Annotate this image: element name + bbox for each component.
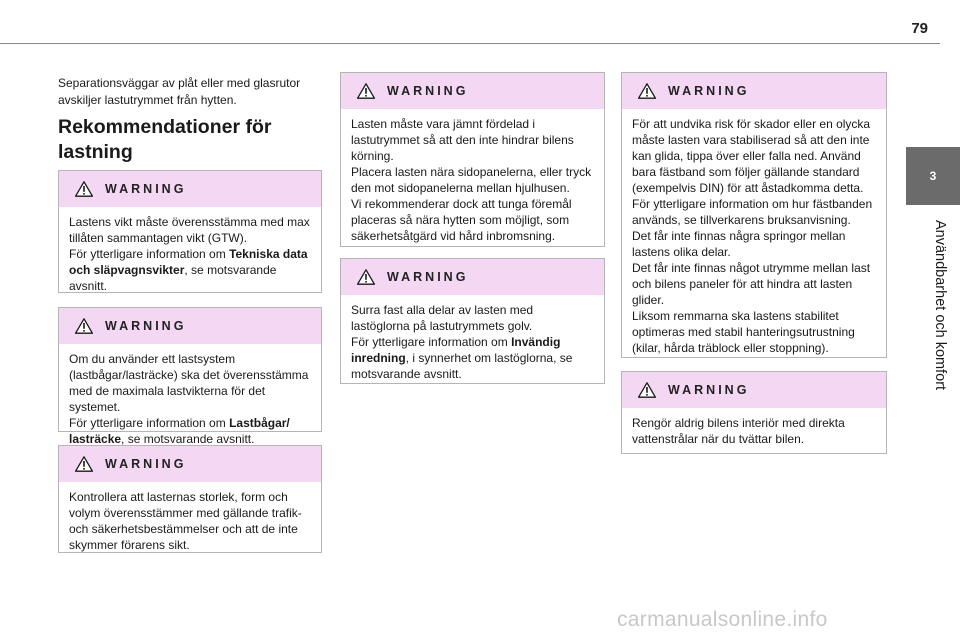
warning-box-1: WARNING Lastens vikt måste överensstämma… [58,170,322,293]
warning-triangle-icon [357,269,375,285]
warning-text: Om du använder ett lastsystem (lastbågar… [69,352,309,446]
warning-text: Kontrollera att lasternas storlek, form … [69,490,302,552]
warning-box-5: WARNING Surra fast alla delar av lasten … [340,258,605,384]
warning-header: WARNING [59,171,321,207]
intro-paragraph: Separationsväggar av plåt eller med glas… [58,76,301,107]
warning-triangle-icon [638,382,656,398]
chapter-title: Användbarhet och komfort [932,220,948,391]
warning-title: WARNING [105,319,187,333]
warning-box-4: WARNING Lasten måste vara jämnt fördelad… [340,72,605,247]
warning-text: Rengör aldrig bilens interiör med direkt… [632,416,845,446]
warning-title: WARNING [387,84,469,98]
warning-title: WARNING [387,270,469,284]
warning-text: Surra fast alla delar av lasten med last… [351,303,573,381]
warning-box-2: WARNING Om du använder ett lastsystem (l… [58,307,322,446]
page-number: 79 [911,20,928,37]
warning-text: Lasten måste vara jämnt fördelad i lastu… [351,117,592,243]
warning-text: För att undvika risk för skador eller en… [632,117,873,355]
warning-header: WARNING [59,446,321,482]
warning-triangle-icon [75,318,93,334]
warning-title: WARNING [668,383,750,397]
warning-triangle-icon [357,83,375,99]
warning-text: Lastens vikt måste överensstämma med max… [69,215,310,293]
warning-header: WARNING [622,73,886,109]
warning-header: WARNING [59,308,321,344]
watermark: carmanualsonline.info [617,608,828,631]
warning-triangle-icon [75,456,93,472]
warning-box-3: WARNING Kontrollera att lasternas storle… [58,445,322,553]
section-heading: Rekommendationer för lastning [58,116,272,163]
warning-title: WARNING [668,84,750,98]
chapter-tab[interactable]: 3 [906,147,960,205]
warning-triangle-icon [638,83,656,99]
warning-triangle-icon [75,181,93,197]
warning-header: WARNING [341,73,604,109]
warning-box-7: WARNING Rengör aldrig bilens interiör me… [621,371,887,454]
top-rule [0,43,940,44]
warning-header: WARNING [341,259,604,295]
warning-box-6: WARNING För att undvika risk för skador … [621,72,887,358]
warning-header: WARNING [622,372,886,408]
warning-title: WARNING [105,182,187,196]
warning-title: WARNING [105,457,187,471]
